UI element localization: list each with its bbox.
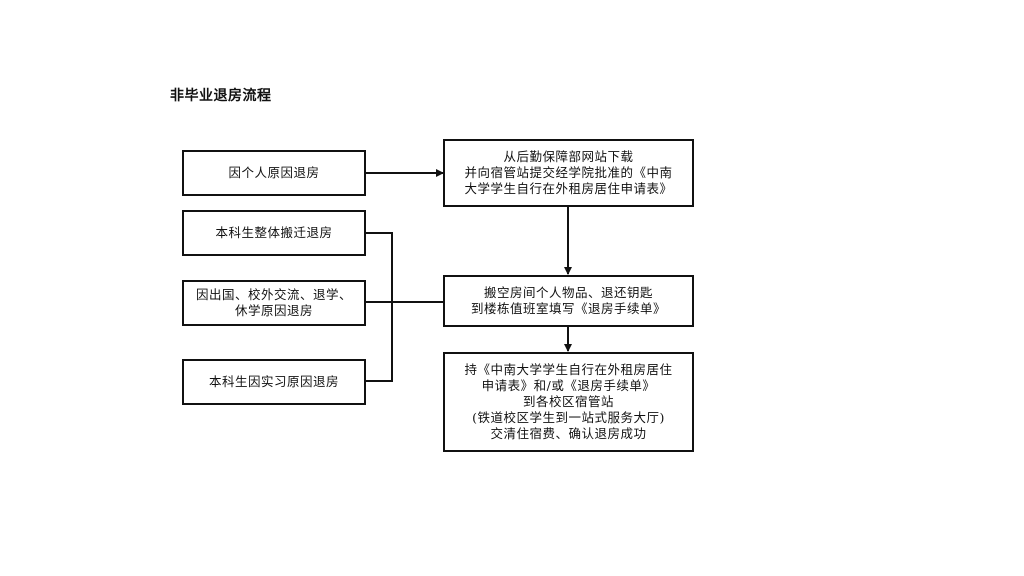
box-final-step-line1: 持《中南大学学生自行在外租房居住 bbox=[464, 362, 673, 377]
box-download-form: 从后勤保障部网站下载 并向宿管站提交经学院批准的《中南 大学学生自行在外租房居住… bbox=[443, 139, 694, 207]
box-final-step-line5: 交清住宿费、确认退房成功 bbox=[490, 426, 647, 441]
box-final-step-line2: 申请表》和/或《退房手续单》 bbox=[481, 378, 656, 393]
box-final-step-line4: (铁道校区学生到一站式服务大厅) bbox=[472, 410, 665, 425]
box-clear-room-line1: 搬空房间个人物品、退还钥匙 bbox=[483, 285, 653, 300]
box-download-form-line1: 从后勤保障部网站下载 bbox=[503, 149, 634, 164]
box-final-step: 持《中南大学学生自行在外租房居住 申请表》和/或《退房手续单》 到各校区宿管站 … bbox=[443, 352, 694, 452]
box-personal-reason-text: 因个人原因退房 bbox=[228, 165, 320, 180]
box-internship-text: 本科生因实习原因退房 bbox=[208, 374, 339, 389]
box-internship: 本科生因实习原因退房 bbox=[182, 359, 366, 405]
box-download-form-line3: 大学学生自行在外租房居住申请表》 bbox=[464, 181, 673, 196]
box-abroad-line1: 因出国、校外交流、退学、 bbox=[195, 287, 352, 302]
box-clear-room: 搬空房间个人物品、退还钥匙 到楼栋值班室填写《退房手续单》 bbox=[443, 275, 694, 327]
box-whole-relocation: 本科生整体搬迁退房 bbox=[182, 210, 366, 256]
box-abroad: 因出国、校外交流、退学、 休学原因退房 bbox=[182, 280, 366, 326]
box-whole-relocation-text: 本科生整体搬迁退房 bbox=[215, 225, 333, 240]
box-final-step-line3: 到各校区宿管站 bbox=[522, 394, 614, 409]
box-personal-reason: 因个人原因退房 bbox=[182, 150, 366, 196]
box-clear-room-line2: 到楼栋值班室填写《退房手续单》 bbox=[470, 301, 666, 316]
box-abroad-line2: 休学原因退房 bbox=[234, 303, 313, 318]
diagram-title: 非毕业退房流程 bbox=[170, 88, 272, 104]
box-download-form-line2: 并向宿管站提交经学院批准的《中南 bbox=[464, 165, 673, 180]
